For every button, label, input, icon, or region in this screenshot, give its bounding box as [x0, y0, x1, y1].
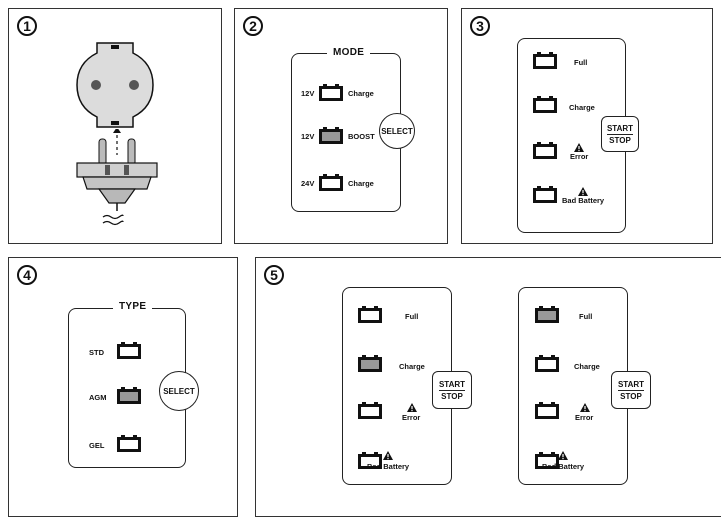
start-label: START	[617, 379, 645, 389]
step-number: 1	[17, 16, 37, 36]
battery-icon	[535, 402, 559, 419]
status-full-label: Full	[574, 58, 588, 67]
status-charge-label: Charge	[574, 362, 600, 371]
battery-icon	[319, 174, 343, 191]
status-error-label: Error	[570, 152, 589, 161]
panel-step-4: 4 TYPE STD AGM GEL SELECT	[8, 257, 238, 517]
start-stop-button[interactable]: START STOP	[601, 116, 639, 152]
start-stop-divider	[607, 133, 633, 135]
battery-icon	[535, 355, 559, 372]
stop-label: STOP	[609, 135, 631, 145]
status-charge-label: Charge	[399, 362, 425, 371]
step-number: 5	[264, 265, 284, 285]
mode-voltage: 24V	[301, 179, 315, 188]
select-button[interactable]: SELECT	[379, 113, 415, 149]
start-stop-button[interactable]: START STOP	[432, 371, 472, 409]
select-button-label: SELECT	[381, 126, 413, 136]
battery-icon	[535, 452, 559, 469]
select-button-label: SELECT	[163, 386, 195, 396]
battery-icon	[117, 387, 141, 404]
mode-voltage: 12V	[301, 132, 315, 141]
status-bad-battery-label: Bad Battery	[367, 462, 410, 471]
start-stop-divider	[438, 389, 466, 391]
status-error-label: Error	[575, 413, 594, 422]
status-bad-battery-label: Bad Battery	[542, 462, 585, 471]
type-label: GEL	[89, 441, 105, 450]
battery-icon	[358, 402, 382, 419]
battery-icon	[535, 306, 559, 323]
panel-step-1: 1	[8, 8, 222, 244]
battery-icon	[358, 306, 382, 323]
stop-label: STOP	[620, 391, 642, 401]
start-stop-divider	[617, 389, 645, 391]
type-title: TYPE	[113, 301, 153, 312]
panel-step-5: 5 Full Charge Error Bad Battery START ST…	[255, 257, 721, 517]
step-number: 2	[243, 16, 263, 36]
battery-icon	[117, 342, 141, 359]
battery-icon	[358, 355, 382, 372]
battery-icon	[319, 127, 343, 144]
status-full-label: Full	[579, 312, 593, 321]
status-charge-label: Charge	[569, 103, 595, 112]
step-number: 3	[470, 16, 490, 36]
stop-label: STOP	[441, 391, 463, 401]
warning-icon	[578, 187, 588, 196]
mode-label: Charge	[348, 89, 374, 98]
start-stop-button[interactable]: START STOP	[611, 371, 651, 409]
mode-voltage: 12V	[301, 89, 315, 98]
mode-title: MODE	[327, 47, 371, 58]
power-socket-icon	[76, 42, 154, 128]
step-number: 4	[17, 265, 37, 285]
power-plug-icon	[76, 129, 158, 211]
status-bad-battery-label: Bad Battery	[562, 196, 605, 205]
warning-icon	[383, 451, 393, 460]
warning-icon	[574, 143, 584, 152]
mode-label: Charge	[348, 179, 374, 188]
ac-wave-icon	[102, 214, 124, 226]
select-button[interactable]: SELECT	[159, 371, 199, 411]
status-full-label: Full	[405, 312, 419, 321]
battery-icon	[533, 96, 557, 113]
battery-icon	[319, 84, 343, 101]
battery-icon	[358, 452, 382, 469]
warning-icon	[558, 451, 568, 460]
warning-icon	[580, 403, 590, 412]
panel-step-2: 2 MODE 12V Charge 12V BOOST 24V Charge S…	[234, 8, 448, 244]
battery-icon	[533, 186, 557, 203]
start-label: START	[606, 123, 634, 133]
warning-icon	[407, 403, 417, 412]
panel-step-3: 3 Full Charge Error Bad Battery START ST…	[461, 8, 713, 244]
status-error-label: Error	[402, 413, 421, 422]
type-label: STD	[89, 348, 104, 357]
type-label: AGM	[89, 393, 107, 402]
mode-label: BOOST	[348, 132, 375, 141]
battery-icon	[117, 435, 141, 452]
start-label: START	[438, 379, 466, 389]
battery-icon	[533, 142, 557, 159]
battery-icon	[533, 52, 557, 69]
